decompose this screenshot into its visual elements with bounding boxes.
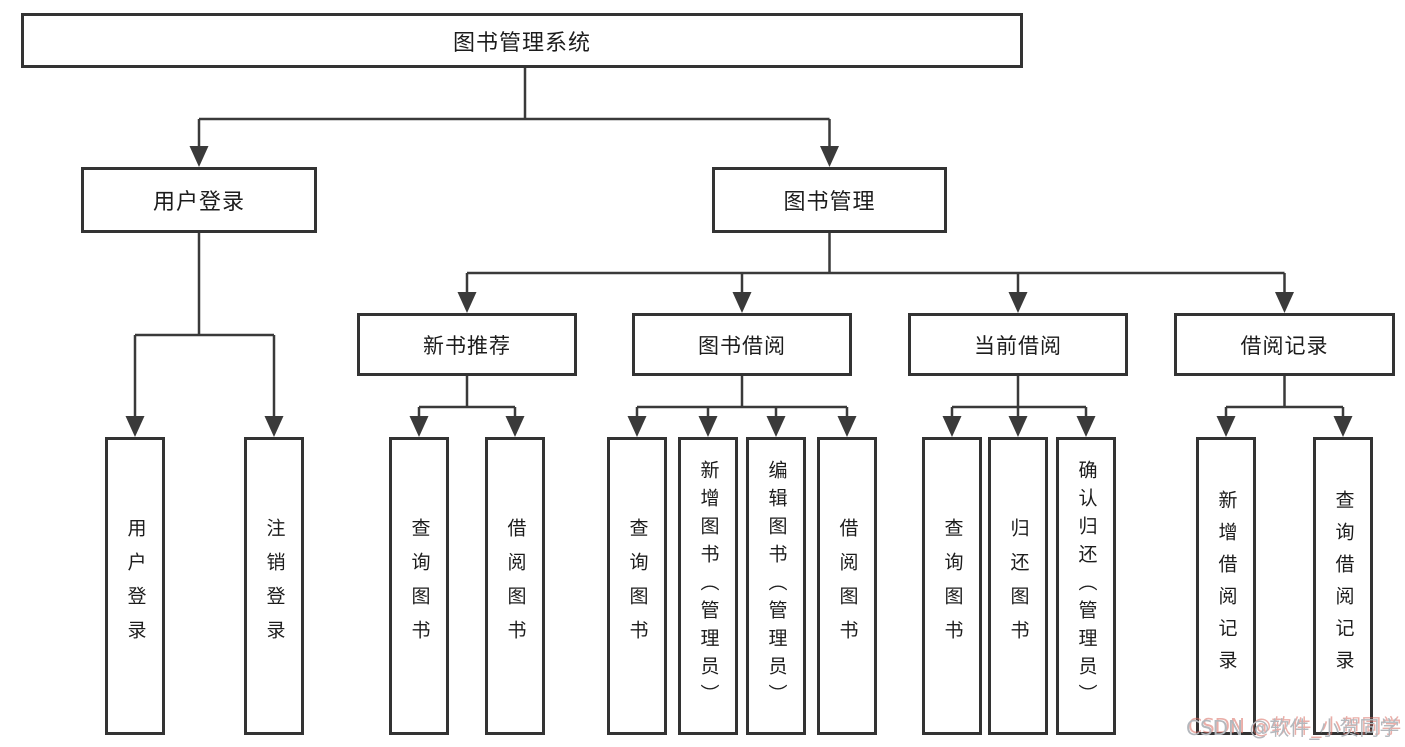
node-confirm-return-admin: 确认归还（管理员） — [1056, 437, 1116, 735]
node-new-book-recommend: 新书推荐 — [357, 313, 577, 376]
leaf-label: 查询图书 — [626, 518, 649, 654]
node-return-book: 归还图书 — [988, 437, 1048, 735]
arrowheads — [125, 146, 1353, 437]
csdn-watermark: CSDN @软件_小贺同学 — [1186, 716, 1400, 740]
leaf-label: 查询借阅记录 — [1332, 490, 1355, 682]
node-borrow-records: 借阅记录 — [1174, 313, 1395, 376]
node-current-borrow: 当前借阅 — [908, 313, 1128, 376]
node-query-books-current: 查询图书 — [922, 437, 982, 735]
node-user-login-leaf: 用户登录 — [105, 437, 165, 735]
leaf-label: 新增借阅记录 — [1215, 490, 1238, 682]
leaf-label: 用户登录 — [124, 518, 147, 654]
node-book-borrow: 图书借阅 — [632, 313, 852, 376]
node-add-book-admin: 新增图书（管理员） — [678, 437, 738, 735]
node-query-books-recommend: 查询图书 — [389, 437, 449, 735]
node-borrow-books-recommend: 借阅图书 — [485, 437, 545, 735]
leaf-label: 新增图书（管理员） — [697, 460, 720, 712]
leaf-label: 查询图书 — [408, 518, 431, 654]
leaf-label: 确认归还（管理员） — [1075, 460, 1098, 712]
leaf-label: 编辑图书（管理员） — [765, 460, 788, 712]
node-query-borrow-record: 查询借阅记录 — [1313, 437, 1373, 735]
leaf-label: 注销登录 — [263, 518, 286, 654]
node-library-system: 图书管理系统 — [21, 13, 1023, 68]
node-borrow-books-borrow: 借阅图书 — [817, 437, 877, 735]
node-edit-book-admin: 编辑图书（管理员） — [746, 437, 806, 735]
node-logout: 注销登录 — [244, 437, 304, 735]
node-query-books-borrow: 查询图书 — [607, 437, 667, 735]
leaf-label: 借阅图书 — [504, 518, 527, 654]
leaf-label: 借阅图书 — [836, 518, 859, 654]
node-book-management: 图书管理 — [712, 167, 947, 233]
leaf-label: 查询图书 — [941, 518, 964, 654]
node-add-borrow-record: 新增借阅记录 — [1196, 437, 1256, 735]
leaf-label: 归还图书 — [1007, 518, 1030, 654]
node-user-login-module: 用户登录 — [81, 167, 317, 233]
